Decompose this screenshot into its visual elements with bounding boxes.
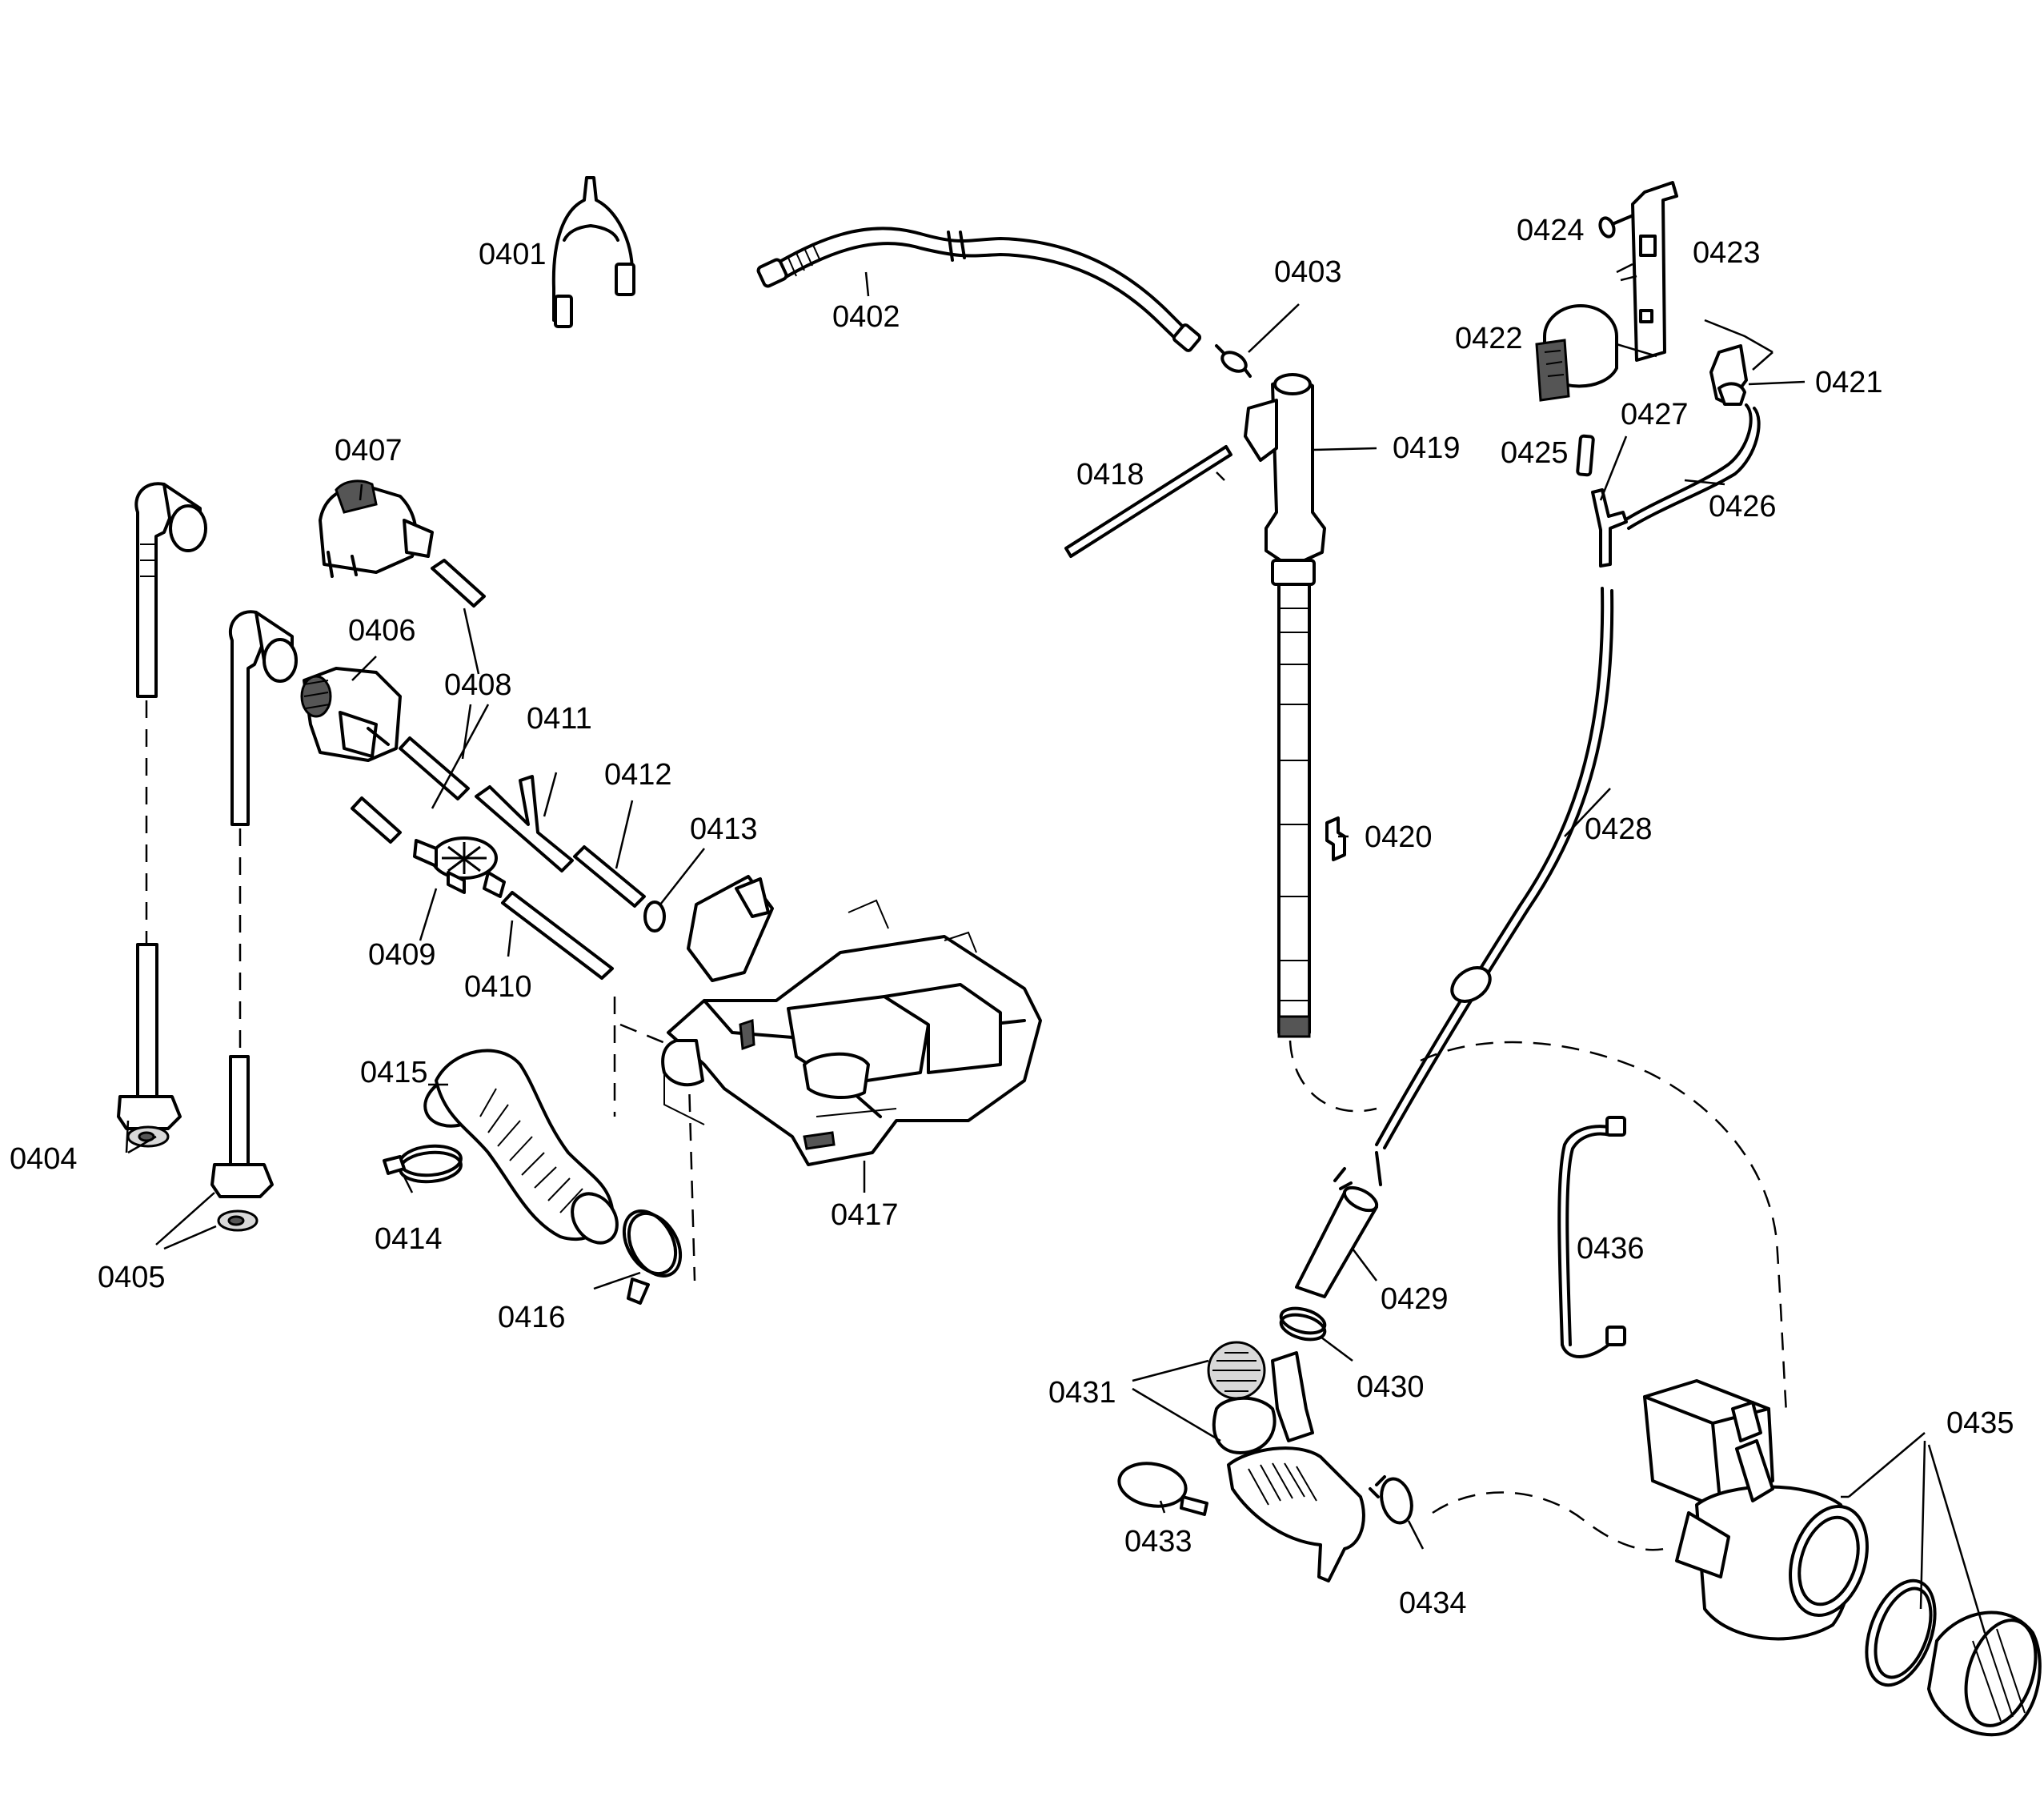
- part-0426-hose[interactable]: [1623, 403, 1761, 530]
- label-0423: 0423: [1693, 236, 1761, 270]
- label-0421: 0421: [1815, 366, 1883, 399]
- label-0401: 0401: [479, 238, 547, 271]
- label-0427: 0427: [1621, 398, 1689, 431]
- part-0410-tube[interactable]: [501, 891, 614, 980]
- part-0429-sleeve[interactable]: [1295, 1151, 1382, 1298]
- part-0417-dispenser-housing[interactable]: [661, 875, 1042, 1166]
- part-0414-clamp[interactable]: [383, 1144, 463, 1184]
- label-0402: 0402: [832, 300, 900, 334]
- label-0404: 0404: [10, 1142, 78, 1176]
- label-0408: 0408: [444, 668, 512, 702]
- label-0433: 0433: [1124, 1525, 1192, 1558]
- label-0409: 0409: [368, 938, 436, 972]
- part-0402-hose[interactable]: [756, 227, 1202, 352]
- part-0416-clamp[interactable]: [614, 1202, 691, 1305]
- label-0420: 0420: [1365, 820, 1433, 854]
- part-0407-water-valve[interactable]: [319, 479, 434, 578]
- label-0434: 0434: [1399, 1586, 1467, 1620]
- label-0428: 0428: [1585, 812, 1653, 846]
- label-0430: 0430: [1357, 1370, 1425, 1404]
- part-0433-clamp[interactable]: [1116, 1458, 1208, 1516]
- label-0405: 0405: [98, 1261, 166, 1294]
- part-0422-pressure-switch[interactable]: [1535, 304, 1618, 402]
- part-0419-air-chamber[interactable]: [1244, 373, 1326, 1038]
- part-0411-tube[interactable]: [475, 772, 574, 872]
- part-0436-wire[interactable]: [1557, 1116, 1626, 1358]
- part-0409-distributor[interactable]: [413, 836, 506, 898]
- part-0418-rod[interactable]: [1064, 445, 1232, 558]
- label-0411: 0411: [527, 702, 592, 736]
- part-0428-hose[interactable]: [1375, 587, 1614, 1149]
- part-0430-clamp[interactable]: [1278, 1304, 1327, 1344]
- label-0407: 0407: [335, 434, 403, 467]
- label-0406: 0406: [348, 614, 416, 648]
- part-0408-tubes[interactable]: [351, 559, 490, 844]
- label-0424: 0424: [1517, 214, 1585, 247]
- part-0435-drain-pump[interactable]: [1643, 1379, 2044, 1737]
- label-0425: 0425: [1501, 436, 1569, 470]
- label-0426: 0426: [1709, 490, 1777, 523]
- label-0419: 0419: [1393, 431, 1461, 465]
- label-0416: 0416: [498, 1301, 566, 1334]
- part-0413-clip[interactable]: [643, 848, 705, 933]
- part-labels: 0401 0402 0403 0404 0405 0406 0407 0408 …: [10, 214, 2014, 1620]
- label-0413: 0413: [690, 812, 758, 846]
- part-0421-sensor[interactable]: [1704, 319, 1773, 406]
- part-0427-t-piece[interactable]: [1591, 488, 1628, 568]
- part-0412-tube[interactable]: [573, 800, 646, 908]
- label-0412: 0412: [604, 758, 672, 792]
- label-0435: 0435: [1946, 1406, 2014, 1440]
- label-0417: 0417: [831, 1198, 899, 1232]
- part-0420-clip[interactable]: [1325, 816, 1346, 861]
- part-0434-clamp[interactable]: [1369, 1475, 1417, 1526]
- label-0429: 0429: [1381, 1282, 1449, 1316]
- label-0414: 0414: [375, 1222, 443, 1256]
- part-0431-sump-ball[interactable]: [1207, 1341, 1365, 1582]
- part-0406-water-valve[interactable]: [300, 667, 402, 762]
- label-0431: 0431: [1048, 1376, 1116, 1410]
- part-0403-clip[interactable]: [1215, 344, 1252, 378]
- part-0405-inlet-hose[interactable]: [210, 610, 298, 1232]
- part-0404-inlet-hose[interactable]: [117, 482, 207, 1148]
- part-0401-y-connector[interactable]: [551, 176, 635, 328]
- part-0423-bracket[interactable]: [1616, 181, 1678, 362]
- label-0418: 0418: [1076, 458, 1144, 491]
- label-0415: 0415: [360, 1056, 428, 1089]
- part-0415-bellows-hose[interactable]: [418, 1049, 626, 1252]
- label-0403: 0403: [1274, 255, 1342, 289]
- leader-lines: [125, 271, 1986, 1634]
- label-0422: 0422: [1455, 322, 1523, 355]
- label-0410: 0410: [464, 970, 532, 1004]
- part-0425-tube[interactable]: [1576, 434, 1595, 477]
- label-0436: 0436: [1577, 1232, 1645, 1265]
